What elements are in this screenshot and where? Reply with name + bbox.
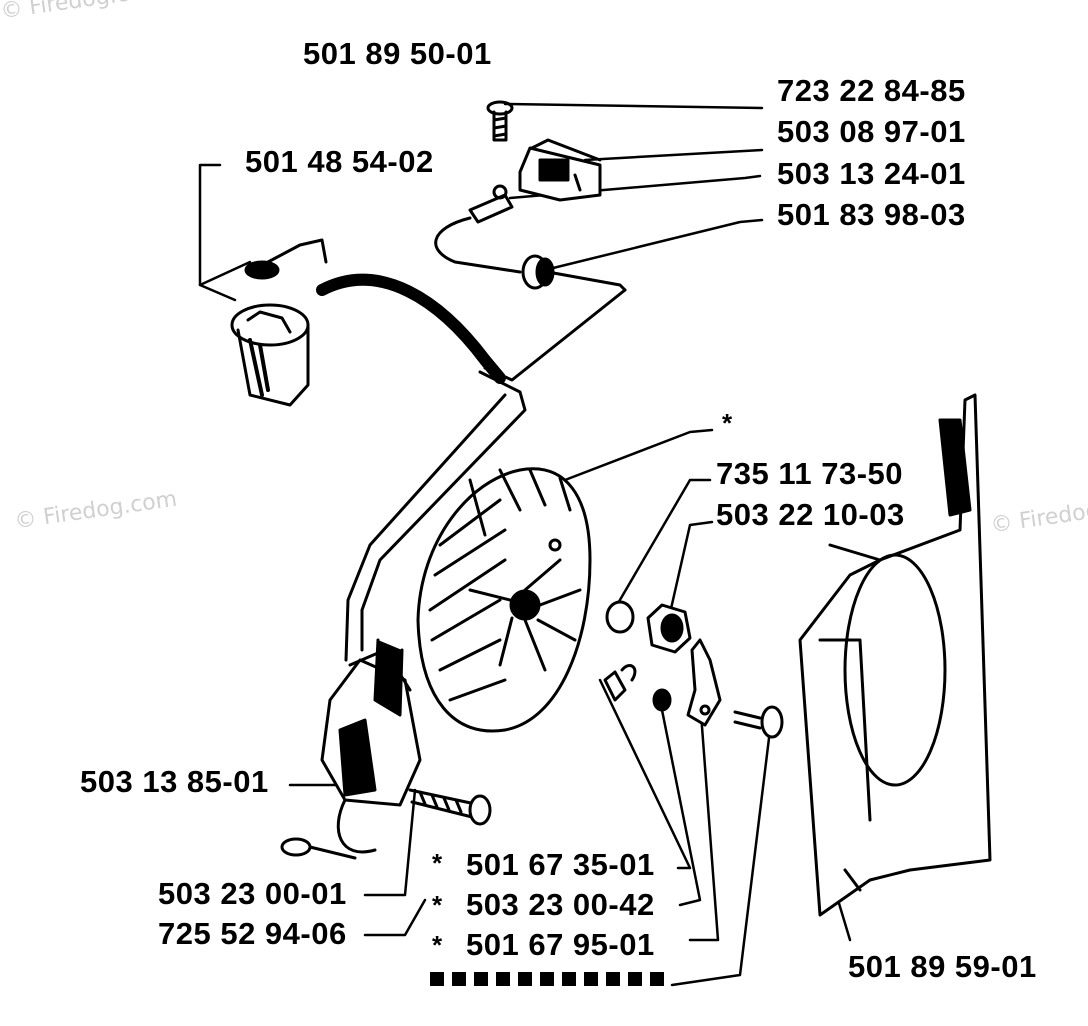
washer: [605, 600, 635, 634]
pawl-screw: [733, 705, 784, 739]
label-part-spring: 501 67 35-01: [466, 847, 655, 882]
ignition-lead: [316, 273, 627, 662]
label-part-bolt: 725 52 94-06: [158, 916, 347, 951]
module-bolt: [408, 788, 492, 826]
starter-cover-plate: [798, 393, 992, 917]
label-part-module-screw: 503 23 00-01: [158, 876, 347, 911]
label-part-small-nut: 503 23 00-42: [466, 887, 655, 922]
connector-part: [434, 184, 522, 274]
label-part-cap: 501 48 54-02: [245, 144, 434, 179]
ignition-module: [280, 638, 422, 860]
switch-part: [518, 138, 602, 202]
starter-pawl-parts: [603, 638, 722, 727]
flywheel-nut: [646, 603, 692, 654]
label-part-grommet: 501 83 98-03: [777, 197, 966, 232]
label-part-screw-top: 723 22 84-85: [777, 73, 966, 108]
spark-plug-cap: [230, 238, 328, 407]
label-part-module: 503 13 85-01: [80, 764, 269, 799]
asterisk-small-nut: *: [432, 890, 443, 920]
clipped-bottom-label: [430, 972, 670, 998]
label-part-switch: 503 08 97-01: [777, 114, 966, 149]
label-part-nut: 503 22 10-03: [716, 497, 905, 532]
asterisk-spring: *: [432, 848, 443, 878]
asterisk-flywheel: *: [722, 408, 733, 438]
asterisk-pawl: *: [432, 930, 443, 960]
flywheel: [416, 467, 592, 733]
screw-top: [486, 100, 514, 142]
label-part-washer: 735 11 73-50: [716, 456, 904, 491]
label-part-connector: 503 13 24-01: [777, 156, 966, 191]
label-part-pawl: 501 67 95-01: [466, 927, 655, 962]
label-part-cover: 501 89 59-01: [848, 949, 1037, 984]
label-part-top: 501 89 50-01: [303, 36, 492, 71]
grommet-part: [521, 254, 627, 292]
